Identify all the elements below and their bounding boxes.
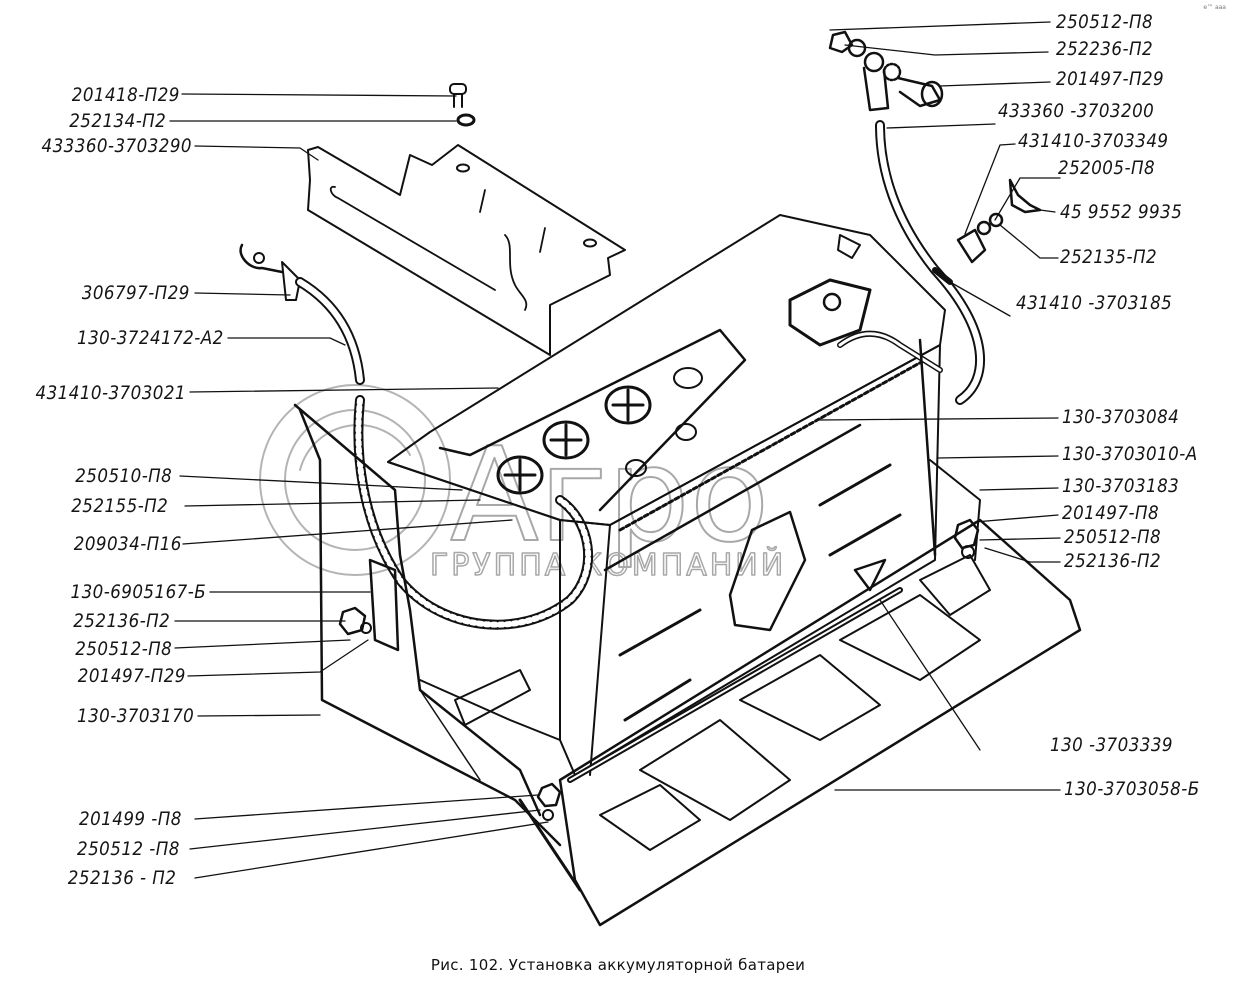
callout-45-9552-9935: 45 9552 9935: [1060, 201, 1183, 223]
bolt-201418: [449, 83, 476, 127]
callout-252136-p2-left: 252136-П2: [72, 610, 170, 632]
callout-130-3703010-a: 130-3703010-А: [1062, 443, 1198, 465]
callout-250512-p8-bottom: 250512 -П8: [77, 838, 180, 860]
callout-250510-p8: 250510-П8: [74, 465, 172, 487]
callout-431410-3703185: 431410 -3703185: [1016, 292, 1173, 314]
callout-306797-p29: 306797-П29: [81, 282, 190, 304]
nut-left: [338, 606, 372, 636]
callout-250512-p8-right: 250512-П8: [1064, 526, 1162, 548]
callout-252134-p2: 252134-П2: [68, 110, 166, 132]
callout-252136-p2-right: 252136-П2: [1064, 550, 1162, 572]
callout-130-3703084: 130-3703084: [1062, 406, 1180, 428]
callout-250512-p8-left: 250512-П8: [74, 638, 172, 660]
leader-lines: [169, 21, 1061, 879]
battery: [387, 214, 946, 776]
callout-433360-3703200: 433360 -3703200: [998, 100, 1155, 122]
watermark-logo-text: Агро: [450, 419, 769, 571]
callout-201418-p29: 201418-П29: [71, 84, 180, 106]
callout-252135-p2: 252135-П2: [1060, 246, 1158, 268]
callout-252136-p2-bottom: 252136 - П2: [67, 867, 176, 889]
callout-201497-p8: 201497-П8: [1062, 502, 1160, 524]
callout-252155-p2: 252155-П2: [70, 495, 168, 517]
callout-130-6905167-b: 130-6905167-Б: [70, 581, 206, 603]
callout-252005-p8: 252005-П8: [1058, 157, 1156, 179]
callout-201497-p29-top: 201497-П29: [1056, 68, 1165, 90]
callout-130-3703183: 130-3703183: [1062, 475, 1180, 497]
callout-130-3724172-a2: 130-3724172-А2: [77, 327, 224, 349]
callout-130-3703058-b: 130-3703058-Б: [1064, 778, 1200, 800]
callout-130-3703170: 130-3703170: [76, 705, 194, 727]
positive-cable: [828, 30, 985, 405]
figure-caption: Рис. 102. Установка аккумуляторной батар…: [430, 956, 806, 974]
callout-431410-3703349: 431410-3703349: [1018, 130, 1169, 152]
callout-431410-3703021: 431410-3703021: [35, 382, 186, 404]
negative-cable: [239, 243, 594, 630]
nut-right: [953, 518, 980, 559]
bracket-plate: [307, 144, 626, 356]
callout-252236-p2: 252236-П2: [1056, 38, 1154, 60]
callout-201497-p29-left: 201497-П29: [77, 665, 186, 687]
callout-130-3703339: 130 -3703339: [1050, 734, 1174, 756]
callout-433360-3703290: 433360-3703290: [41, 135, 192, 157]
callout-250512-p8-top: 250512-П8: [1056, 11, 1154, 33]
corner-mark: e™ aaa: [1203, 4, 1226, 11]
nut-bottom: [536, 782, 562, 821]
support-frame: [293, 338, 981, 892]
callout-209034-p16: 209034-П16: [73, 533, 182, 555]
filler-caps: [496, 367, 703, 495]
callout-201499-p8: 201499 -П8: [79, 808, 182, 830]
